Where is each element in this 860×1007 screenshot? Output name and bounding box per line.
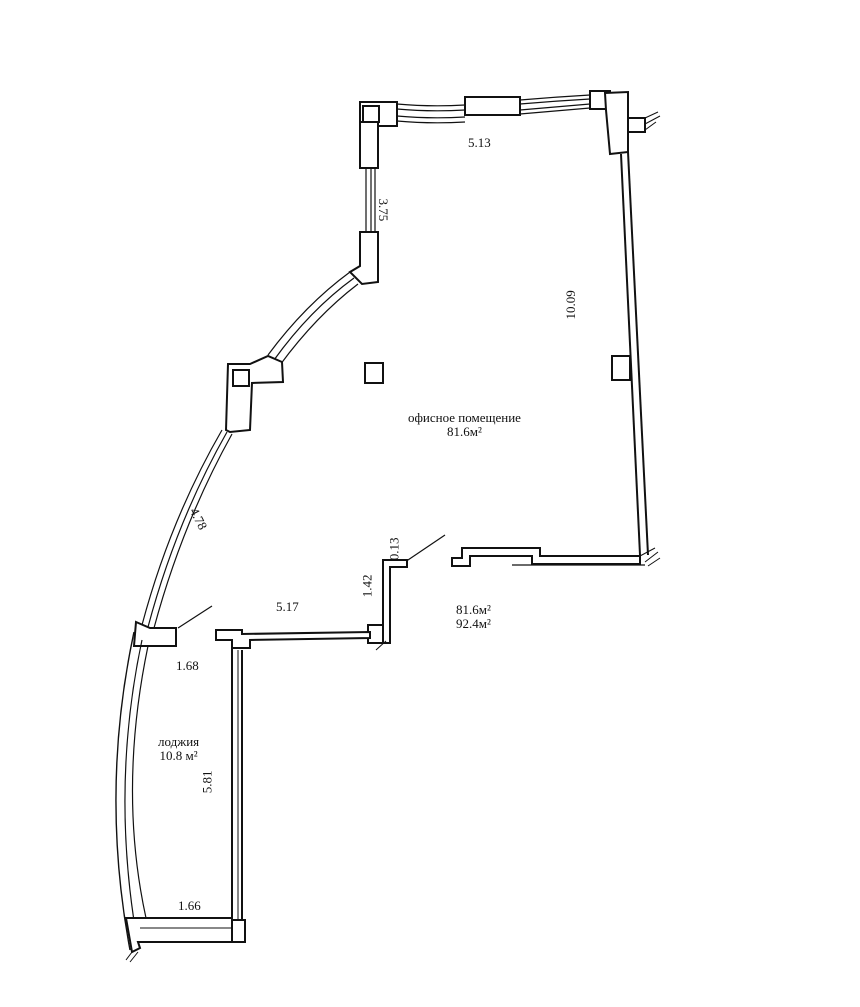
bottom-right-partition xyxy=(404,534,645,567)
loggia-bottom-break-lines xyxy=(125,951,139,963)
lower-wall-profile xyxy=(215,629,371,649)
dim-lower-wall: 5.17 xyxy=(276,599,299,614)
curved-wall-line-3 xyxy=(153,433,233,629)
area-totals: 81.6м² 92.4м² xyxy=(456,603,491,630)
loggia-top-column xyxy=(132,620,177,647)
office-room-name: офисное помещение xyxy=(408,410,521,425)
partition-profile xyxy=(451,547,641,567)
curved-office-wall xyxy=(141,429,233,629)
left-upper-column xyxy=(359,121,379,169)
window-mullion-top xyxy=(464,96,521,116)
parapet-mid xyxy=(124,639,143,946)
loggia-room-name: лоджия xyxy=(158,734,200,749)
loggia-bottom-profile xyxy=(124,917,233,954)
office-room-area: 81.6м² xyxy=(447,423,482,439)
loggia-room-label: лоджия 10.8 м² xyxy=(158,735,199,762)
top-wall xyxy=(359,90,661,156)
diagonal-window-inner xyxy=(279,283,359,366)
loggia-vertical-wall xyxy=(231,640,246,943)
window-top-right-pane xyxy=(519,94,591,115)
top-right-column-body xyxy=(603,90,629,156)
right-wall xyxy=(611,151,661,567)
dim-top-wall: 5.13 xyxy=(468,135,491,150)
left-lower-column xyxy=(348,231,379,286)
dim-left-upper-wall: 3.75 xyxy=(376,198,392,222)
top-right-break-lines xyxy=(644,111,661,131)
loggia-wall-foot xyxy=(232,919,246,943)
step-wall-profile xyxy=(382,559,408,644)
total-area: 92.4м² xyxy=(456,615,491,631)
dim-loggia-top: 1.68 xyxy=(176,658,199,673)
loggia-room-area: 10.8 м² xyxy=(159,747,198,763)
dim-step-wall: 1.42 xyxy=(359,574,375,598)
dim-loggia-side: 5.81 xyxy=(199,770,215,794)
right-wall-pilaster xyxy=(611,355,631,381)
curved-wall-line-2 xyxy=(147,431,228,628)
free-standing-column xyxy=(364,362,384,384)
dim-loggia-bottom: 1.66 xyxy=(178,898,201,913)
step-wall-break xyxy=(375,640,387,651)
diagonal-window-mid xyxy=(273,277,355,361)
right-wall-inner xyxy=(620,153,641,556)
parapet-inner xyxy=(131,645,149,919)
right-bottom-break-lines xyxy=(639,547,661,567)
parapet-outer xyxy=(115,631,135,951)
diagonal-window-wall xyxy=(224,271,359,434)
mid-left-column-inner-square xyxy=(232,369,250,387)
door-swing-line-left xyxy=(177,605,213,629)
mid-left-column xyxy=(224,354,285,434)
diagonal-window-outer xyxy=(267,271,351,356)
total-office-area: 81.6м² xyxy=(456,602,491,617)
dim-right-wall: 10.09 xyxy=(562,290,578,320)
top-right-wall-stub xyxy=(628,117,646,133)
loggia-curved-parapet xyxy=(115,631,149,951)
window-top-left-pane xyxy=(396,103,466,124)
office-room-label: офисное помещение 81.6м² xyxy=(408,411,521,438)
curved-wall-line-1 xyxy=(141,429,223,626)
left-upper-wall xyxy=(348,121,379,286)
lower-office-wall xyxy=(132,605,371,649)
right-wall-outer xyxy=(627,151,649,556)
loggia-bottom-wall xyxy=(124,917,233,963)
dim-step-small: 0.13 xyxy=(386,537,402,561)
door-swing-line-right xyxy=(404,534,446,563)
